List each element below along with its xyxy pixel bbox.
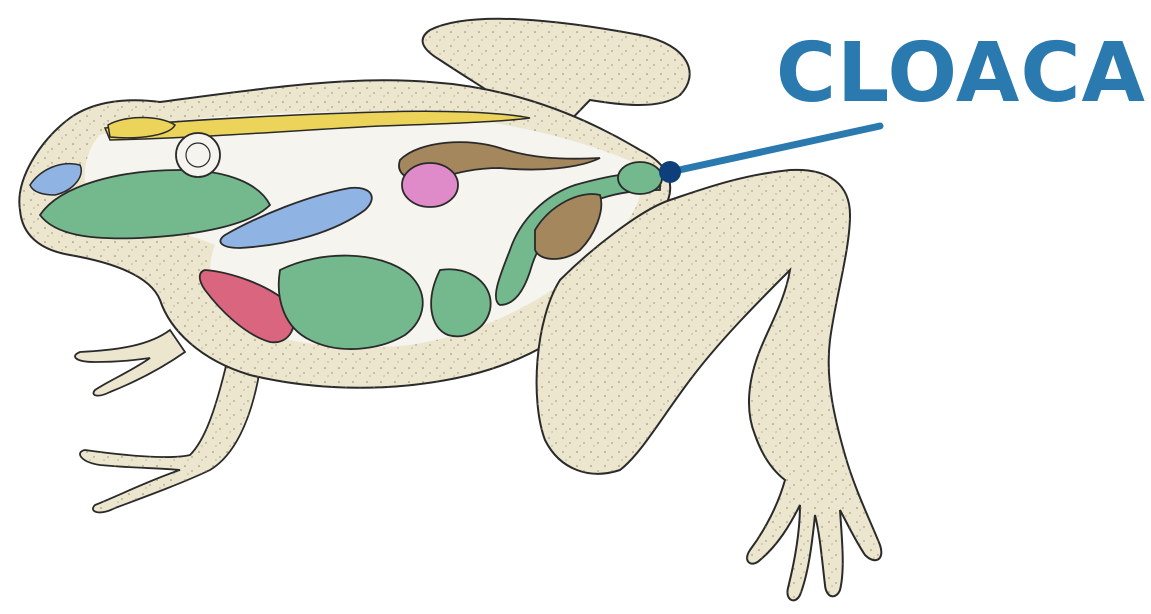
- cloaca-marker: [659, 161, 681, 183]
- intestine: [279, 256, 491, 349]
- eye: [176, 133, 220, 177]
- cloaca-label: CLOACA: [776, 26, 1146, 121]
- gonad: [402, 163, 458, 207]
